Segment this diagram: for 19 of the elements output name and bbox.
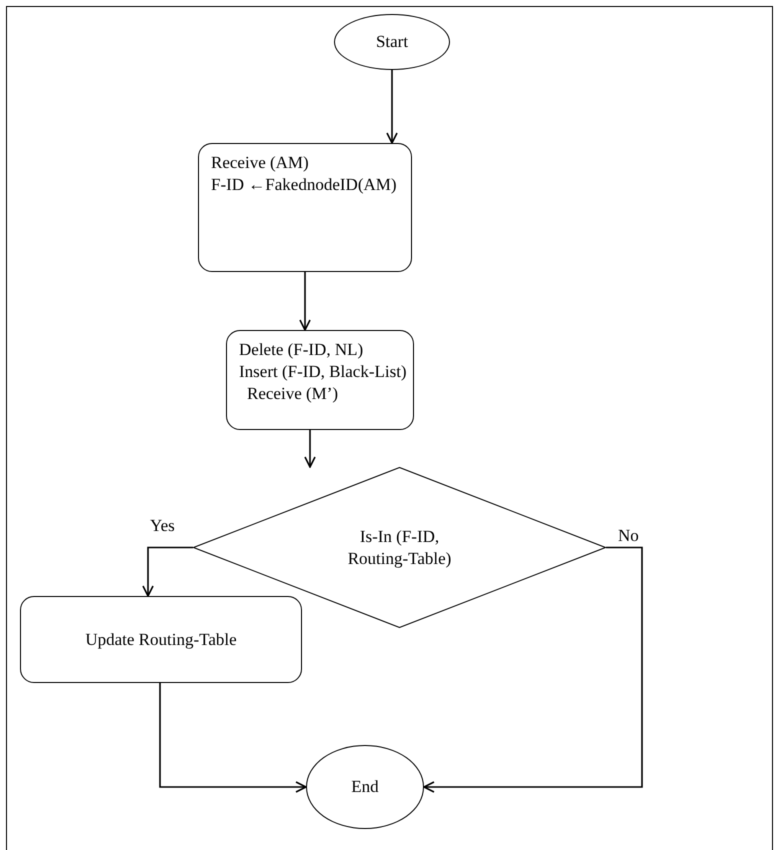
decision-diamond: [193, 467, 606, 628]
process-box: [198, 143, 412, 272]
arrow: [142, 546, 193, 597]
node-text: End: [351, 776, 379, 798]
node-text: Start: [376, 31, 408, 53]
arrow: [159, 683, 307, 793]
arrow: [304, 430, 316, 468]
arrow: [386, 70, 398, 144]
process-box: [226, 330, 414, 430]
node-text: F-ID ←FakednodeID(AM): [211, 174, 397, 196]
arrow: [423, 546, 643, 793]
node-text: Delete (F-ID, NL): [239, 339, 364, 361]
node-text: Insert (F-ID, Black-List): [239, 361, 407, 383]
process-box: [20, 596, 302, 683]
arrow: [299, 272, 311, 331]
node-text: Is-In (F-ID, Routing-Table): [346, 526, 452, 570]
node-text: Receive (AM): [211, 152, 309, 174]
node-text: Receive (M’): [246, 383, 338, 405]
node-text: Update Routing-Table: [85, 628, 237, 650]
